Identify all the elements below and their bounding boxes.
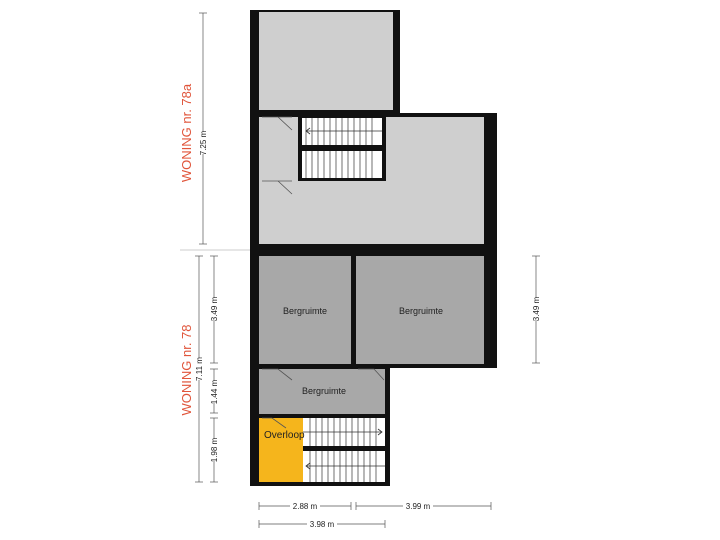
dim-3-99: 3.99 m [406, 502, 431, 511]
lower-stair-steps [309, 418, 377, 482]
title-woning-78: WONING nr. 78 [179, 324, 194, 415]
room-c-label: Bergruimte [302, 386, 346, 396]
room-b-door [358, 368, 385, 381]
upper-room-top [259, 12, 393, 110]
room-a-floor [259, 256, 351, 364]
dim-3-49-right: 3.49 m [532, 296, 541, 321]
dim-1-98: 1.98 m [210, 437, 219, 462]
upper-stair-steps [305, 118, 373, 178]
upper-stair-arrow [305, 127, 382, 135]
lower-stair-bottom [303, 451, 385, 482]
dim-2-88: 2.88 m [293, 502, 318, 511]
dim-1-44: 1.44 m [210, 379, 219, 404]
upper-inner-wall [259, 110, 393, 117]
room-b-floor [356, 256, 484, 364]
upper-door-2 [262, 180, 293, 195]
lower-stair-arrow-top [303, 428, 383, 436]
dim-7-11: 7.11 m [195, 357, 204, 381]
room-c-door [262, 417, 287, 429]
upper-door-1 [262, 116, 293, 131]
dim-7-25: 7.25 m [199, 130, 208, 155]
lower-stair-arrow-bottom [305, 462, 385, 470]
room-c-floor [259, 369, 385, 414]
room-a-label: Bergruimte [283, 306, 327, 316]
dim-3-98: 3.98 m [310, 520, 335, 529]
room-a-door [262, 368, 293, 381]
dim-3-49-left: 3.49 m [210, 296, 219, 321]
room-b-label: Bergruimte [399, 306, 443, 316]
title-woning-78a: WONING nr. 78a [179, 83, 194, 182]
landing-floor [259, 418, 303, 482]
overloop-label: Overloop [264, 430, 305, 441]
